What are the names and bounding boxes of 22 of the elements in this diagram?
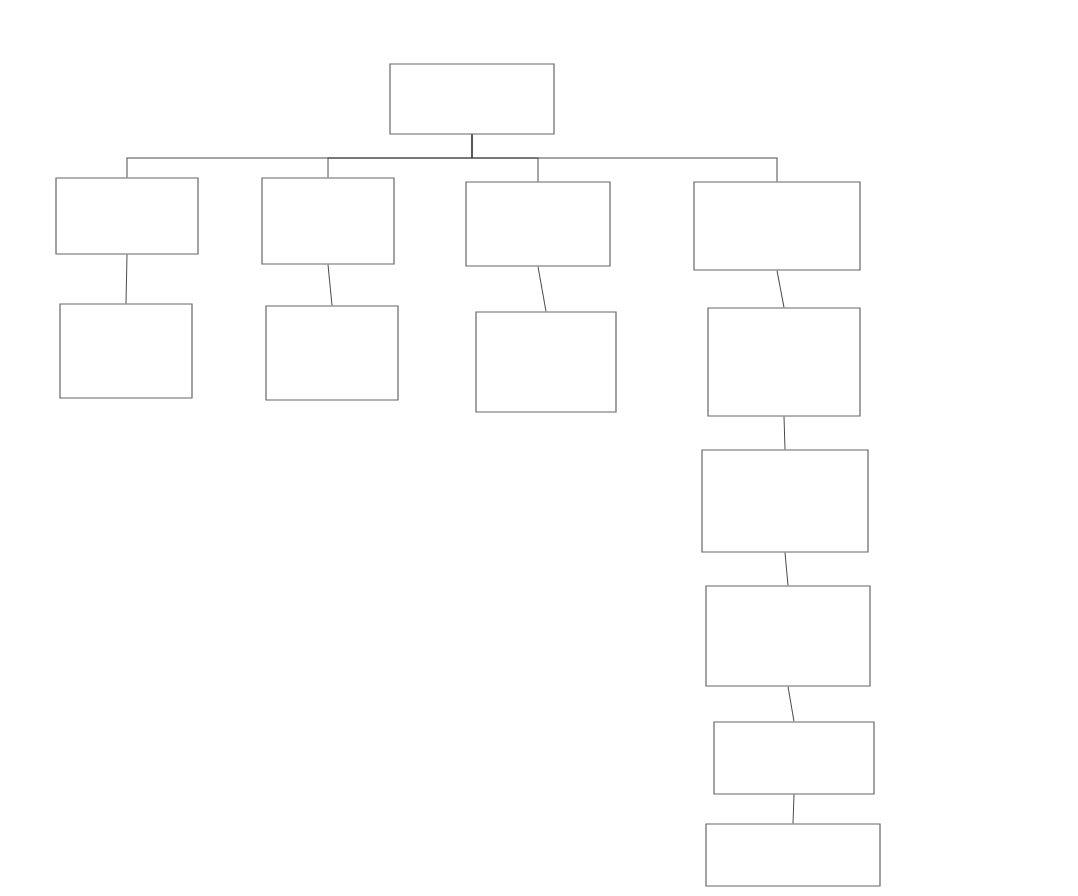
box bbox=[465, 181, 611, 267]
connector bbox=[537, 266, 547, 312]
connector bbox=[471, 134, 778, 182]
connector bbox=[792, 794, 795, 824]
connector bbox=[784, 552, 789, 586]
connector bbox=[327, 264, 333, 306]
connector bbox=[787, 686, 795, 722]
connector bbox=[776, 270, 785, 308]
box bbox=[389, 63, 555, 135]
box bbox=[705, 585, 871, 687]
box bbox=[705, 823, 881, 887]
box bbox=[265, 305, 399, 401]
connector bbox=[783, 416, 786, 450]
box bbox=[701, 449, 869, 553]
box bbox=[55, 177, 199, 255]
box bbox=[475, 311, 617, 413]
connector bbox=[125, 254, 128, 304]
box bbox=[713, 721, 875, 795]
box bbox=[707, 307, 861, 417]
box bbox=[693, 181, 861, 271]
box bbox=[261, 177, 395, 265]
box bbox=[59, 303, 193, 399]
